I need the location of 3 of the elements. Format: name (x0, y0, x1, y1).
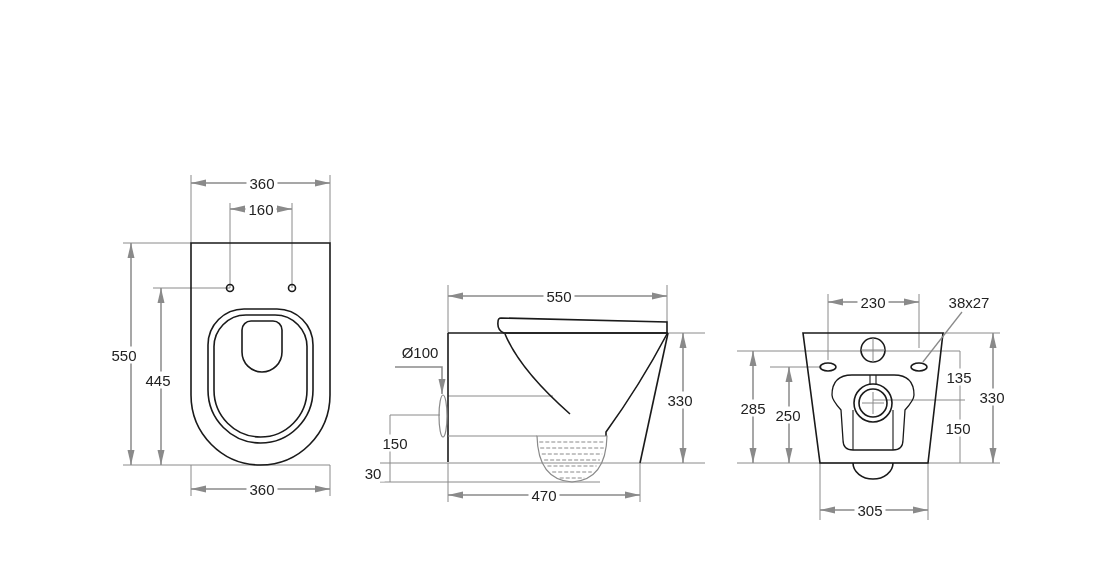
leader-line (922, 311, 963, 363)
callout-label: 38x27 (946, 294, 992, 312)
mounting-hole (910, 362, 928, 372)
